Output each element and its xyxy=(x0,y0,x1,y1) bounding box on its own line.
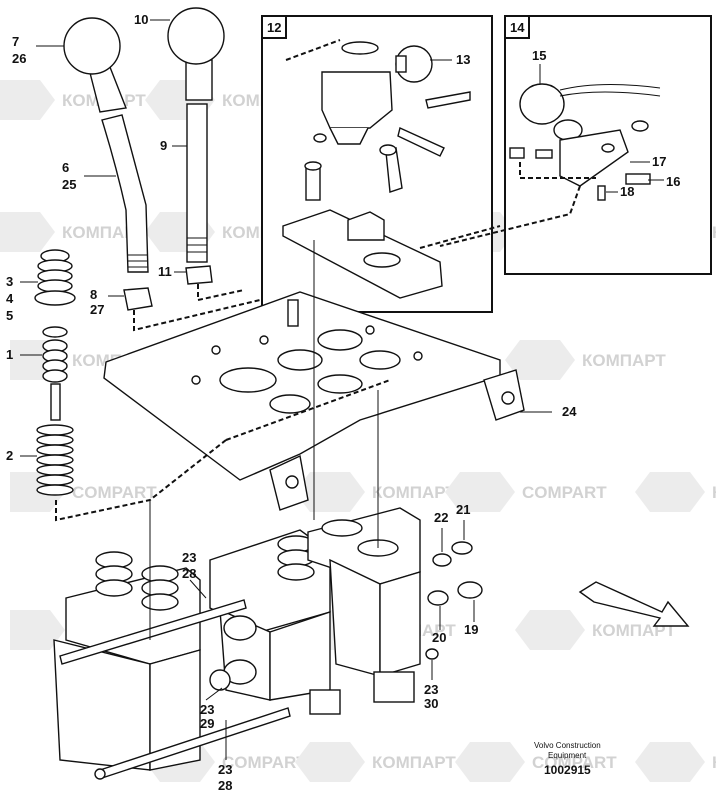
callout-6: 6 xyxy=(62,160,69,175)
watermark-text: КОМПАРТ xyxy=(372,483,456,502)
callout-20: 20 xyxy=(432,630,446,645)
callout-1: 1 xyxy=(6,347,13,362)
callout-30: 30 xyxy=(424,696,438,711)
watermark-text: COMPART xyxy=(222,753,307,772)
plunger-1 xyxy=(42,339,68,421)
valve-block-assembly xyxy=(53,507,483,780)
callout-7: 7 xyxy=(12,34,19,49)
callout-23-d: 23 xyxy=(218,762,232,777)
lever-knob-10 xyxy=(167,7,225,101)
watermark-tile: КОМПАРТ xyxy=(0,80,146,120)
watermark-text: КОМПАРТ xyxy=(712,223,716,242)
watermark-text: COMPART xyxy=(72,483,157,502)
watermark-text: КОМПАРТ xyxy=(62,223,146,242)
watermark-tile: КОМПАРТ xyxy=(635,472,716,512)
watermark-text: КОМПАРТ xyxy=(712,483,716,502)
dashed-connectors xyxy=(55,240,379,640)
watermark-tile: COMPART xyxy=(455,742,617,782)
watermark-text: COMPART xyxy=(522,483,607,502)
watermark-tile: КОМПАРТ xyxy=(295,742,456,782)
callout-11: 11 xyxy=(158,264,172,279)
inset-box-12: 12 xyxy=(261,15,501,313)
watermark-text: КОМПАРТ xyxy=(582,351,666,370)
callout-labels: 7 26 10 6 25 9 3 4 5 1 2 8 27 11 13 15 1… xyxy=(6,12,680,793)
callout-21: 21 xyxy=(456,502,470,517)
lever-shaft-9 xyxy=(186,103,208,263)
watermark-tile: КОМПАРТ xyxy=(515,610,676,650)
watermark-tile: COMPART xyxy=(445,472,607,512)
watermark-tile: КОМПАРТ xyxy=(295,472,456,512)
watermark-text: КОМПАРТ xyxy=(372,753,456,772)
nut-8 xyxy=(123,287,153,311)
footer-block: Volvo Construction Equipment 1002915 xyxy=(534,741,601,777)
callout-23-c: 23 xyxy=(424,682,438,697)
inset-label-12: 12 xyxy=(267,20,281,35)
callout-3: 3 xyxy=(6,274,13,289)
spring-2 xyxy=(36,424,74,496)
callout-15: 15 xyxy=(532,48,546,63)
callout-8: 8 xyxy=(90,287,97,302)
callout-16: 16 xyxy=(666,174,680,189)
callout-5: 5 xyxy=(6,308,13,323)
watermark-tile: КОМПАРТ xyxy=(0,212,146,252)
callout-10: 10 xyxy=(134,12,148,27)
callout-4: 4 xyxy=(6,291,14,306)
inset-box-14: 14 xyxy=(439,15,712,275)
callout-25: 25 xyxy=(62,177,76,192)
leader-lines xyxy=(20,19,664,760)
nut-11 xyxy=(185,265,213,285)
spring-assembly-3-5 xyxy=(34,249,76,338)
callout-9: 9 xyxy=(160,138,167,153)
callout-18: 18 xyxy=(620,184,634,199)
watermark-tile: COMPART xyxy=(10,472,157,512)
watermark-tile: КОМПАРТ xyxy=(635,742,716,782)
inset-label-14: 14 xyxy=(510,20,525,35)
callout-26: 26 xyxy=(12,51,26,66)
watermark-text: КОМПАРТ xyxy=(712,753,716,772)
direction-arrow xyxy=(578,581,690,627)
watermark-text: COMPART xyxy=(532,753,617,772)
footer-company-line1: Volvo Construction xyxy=(534,741,601,750)
callout-23-b: 23 xyxy=(200,702,214,717)
callout-23-a: 23 xyxy=(182,550,196,565)
callout-17: 17 xyxy=(652,154,666,169)
callout-27: 27 xyxy=(90,302,104,317)
mounting-plate-24 xyxy=(103,291,525,511)
callout-29: 29 xyxy=(200,716,214,731)
drawing-number: 1002915 xyxy=(544,763,591,777)
lever-shaft-6 xyxy=(101,114,149,273)
callout-24: 24 xyxy=(562,404,577,419)
callout-2: 2 xyxy=(6,448,13,463)
callout-28-b: 28 xyxy=(218,778,232,793)
watermark-tile: КОМПАРТ xyxy=(505,340,666,380)
footer-company-line2: Equipment xyxy=(548,751,587,760)
callout-19: 19 xyxy=(464,622,478,637)
callout-13: 13 xyxy=(456,52,470,67)
callout-28-a: 28 xyxy=(182,566,196,581)
callout-22: 22 xyxy=(434,510,448,525)
